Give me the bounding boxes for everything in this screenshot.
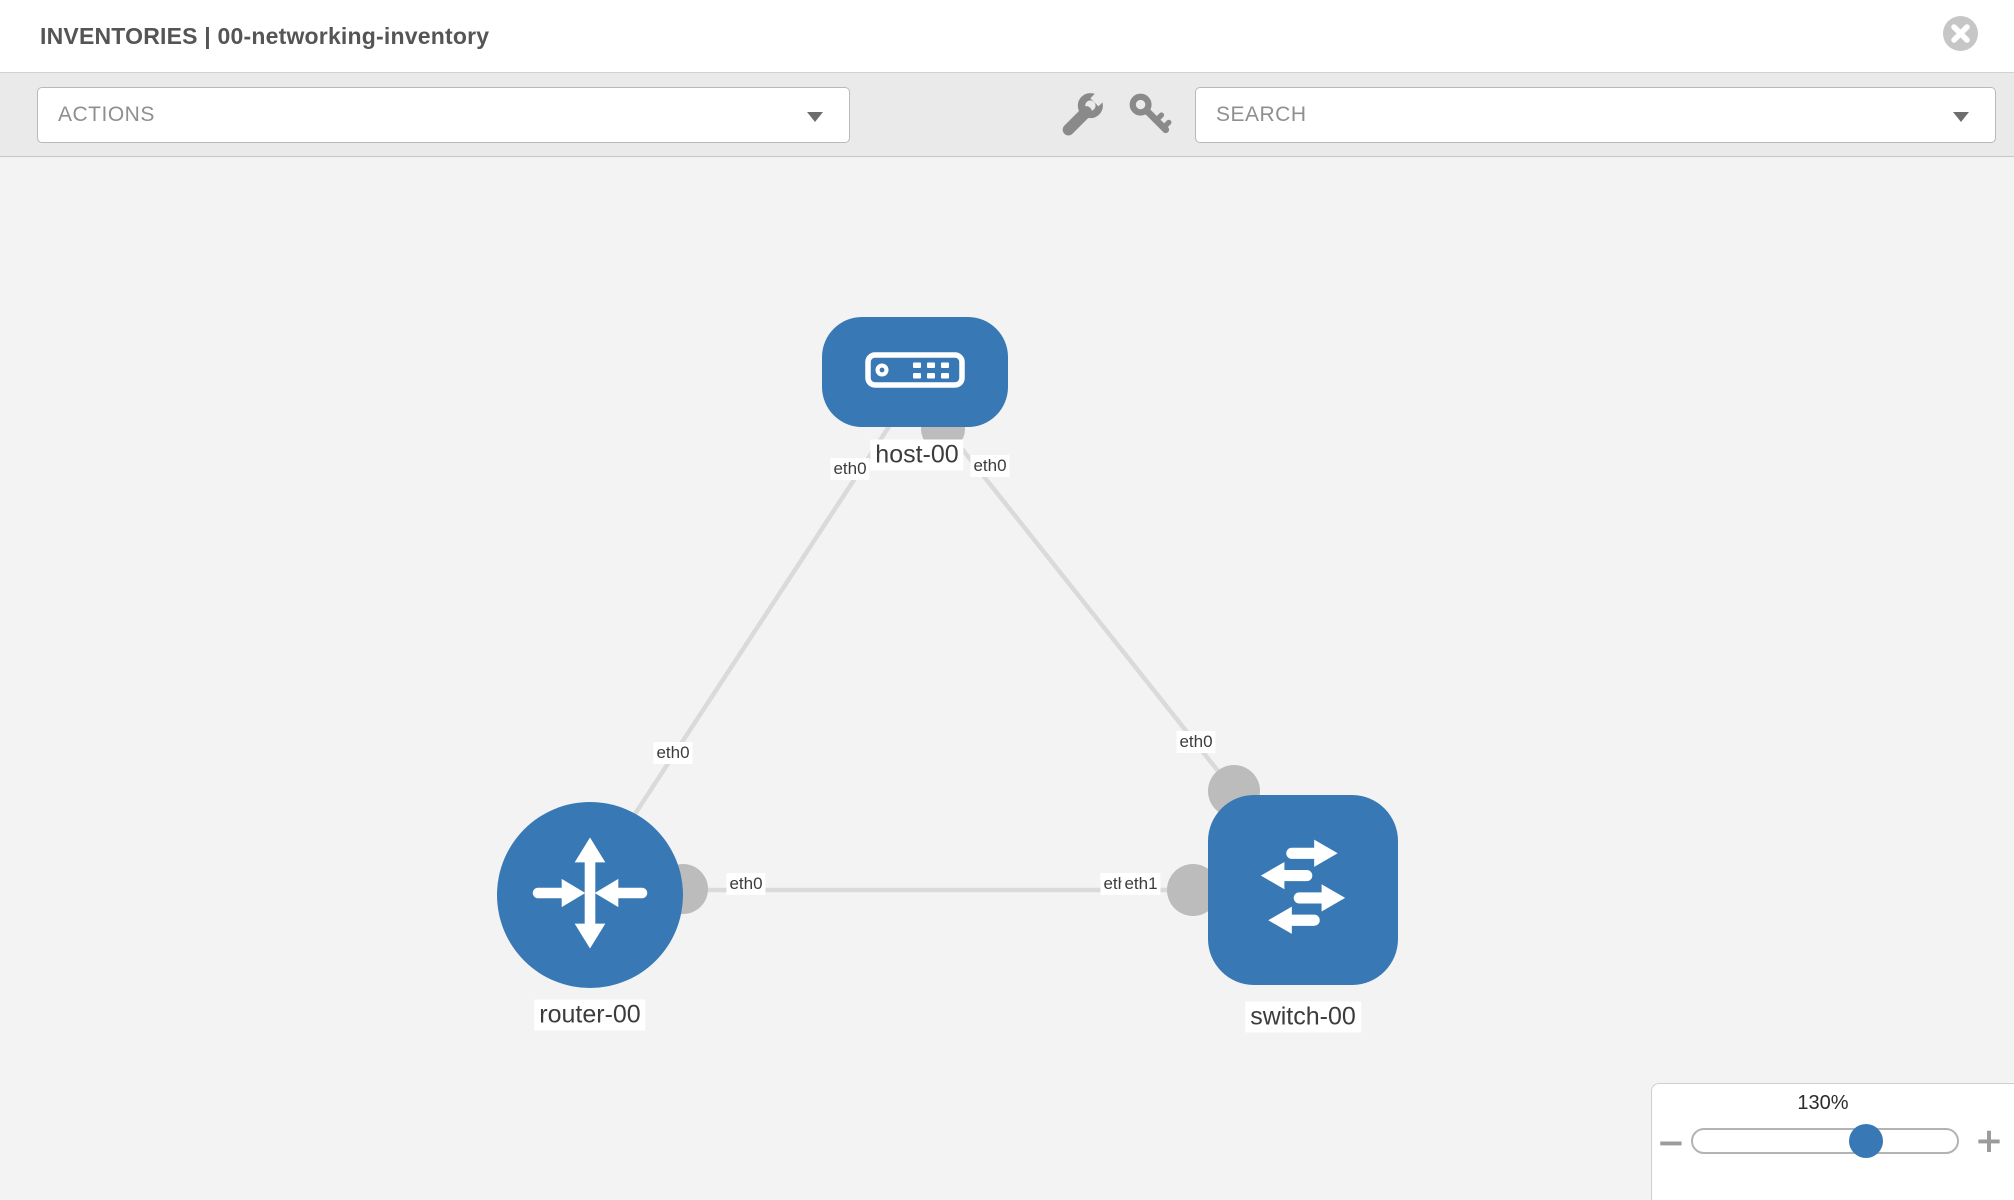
iface-label-switch-eth0-to-host: eth0 xyxy=(1176,731,1216,753)
actions-dropdown[interactable]: ACTIONS xyxy=(37,87,850,143)
switch-icon xyxy=(1241,826,1365,955)
iface-label-router-eth0-to-host: eth0 xyxy=(653,742,693,764)
toolbar: ACTIONS xyxy=(0,72,2014,157)
wrench-icon xyxy=(1058,88,1108,140)
close-icon xyxy=(1942,16,1979,55)
link-host-00-router-00[interactable] xyxy=(610,423,892,851)
actions-dropdown-label: ACTIONS xyxy=(58,103,155,126)
node-label-switch-00: switch-00 xyxy=(1245,1001,1361,1033)
zoom-out-button[interactable]: − xyxy=(1654,1126,1688,1160)
port-switch-00-eth1 xyxy=(1167,864,1219,916)
zoom-in-button[interactable]: + xyxy=(1972,1124,2006,1158)
zoom-slider-track[interactable] xyxy=(1691,1124,1959,1158)
node-switch-00[interactable] xyxy=(1208,795,1398,985)
zoom-control-panel: 130% − + xyxy=(1651,1083,2014,1200)
iface-label-host-eth0-to-router: eth0 xyxy=(830,458,870,480)
router-icon xyxy=(531,834,649,957)
credentials-button[interactable] xyxy=(1124,90,1176,140)
node-label-router-00: router-00 xyxy=(534,999,646,1031)
links-layer xyxy=(610,407,1260,916)
host-icon xyxy=(865,351,965,393)
iface-label-host-eth0-to-switch: eth0 xyxy=(970,455,1010,477)
chevron-down-icon xyxy=(807,112,823,122)
search-input[interactable] xyxy=(1196,88,1995,142)
node-label-host-00: host-00 xyxy=(870,439,964,471)
topology-canvas[interactable]: host-00 router-00 switch-00 eth0 eth0 et… xyxy=(0,157,2014,1200)
node-router-00[interactable] xyxy=(497,802,683,988)
key-icon xyxy=(1127,93,1173,140)
iface-label-switch-eth1-to-router: eth1 xyxy=(1121,873,1161,895)
close-button[interactable] xyxy=(1942,15,1979,52)
page-title: INVENTORIES | 00-networking-inventory xyxy=(40,23,490,49)
node-host-00[interactable] xyxy=(822,317,1008,427)
search-dropdown[interactable] xyxy=(1195,87,1996,143)
configure-button[interactable] xyxy=(1056,88,1108,140)
iface-label-router-eth0-to-switch: eth0 xyxy=(726,873,766,895)
chevron-down-icon xyxy=(1953,112,1969,122)
zoom-slider-thumb[interactable] xyxy=(1849,1124,1883,1158)
header-bar: INVENTORIES | 00-networking-inventory xyxy=(0,0,2014,72)
zoom-percentage: 130% xyxy=(1797,1092,1849,1114)
